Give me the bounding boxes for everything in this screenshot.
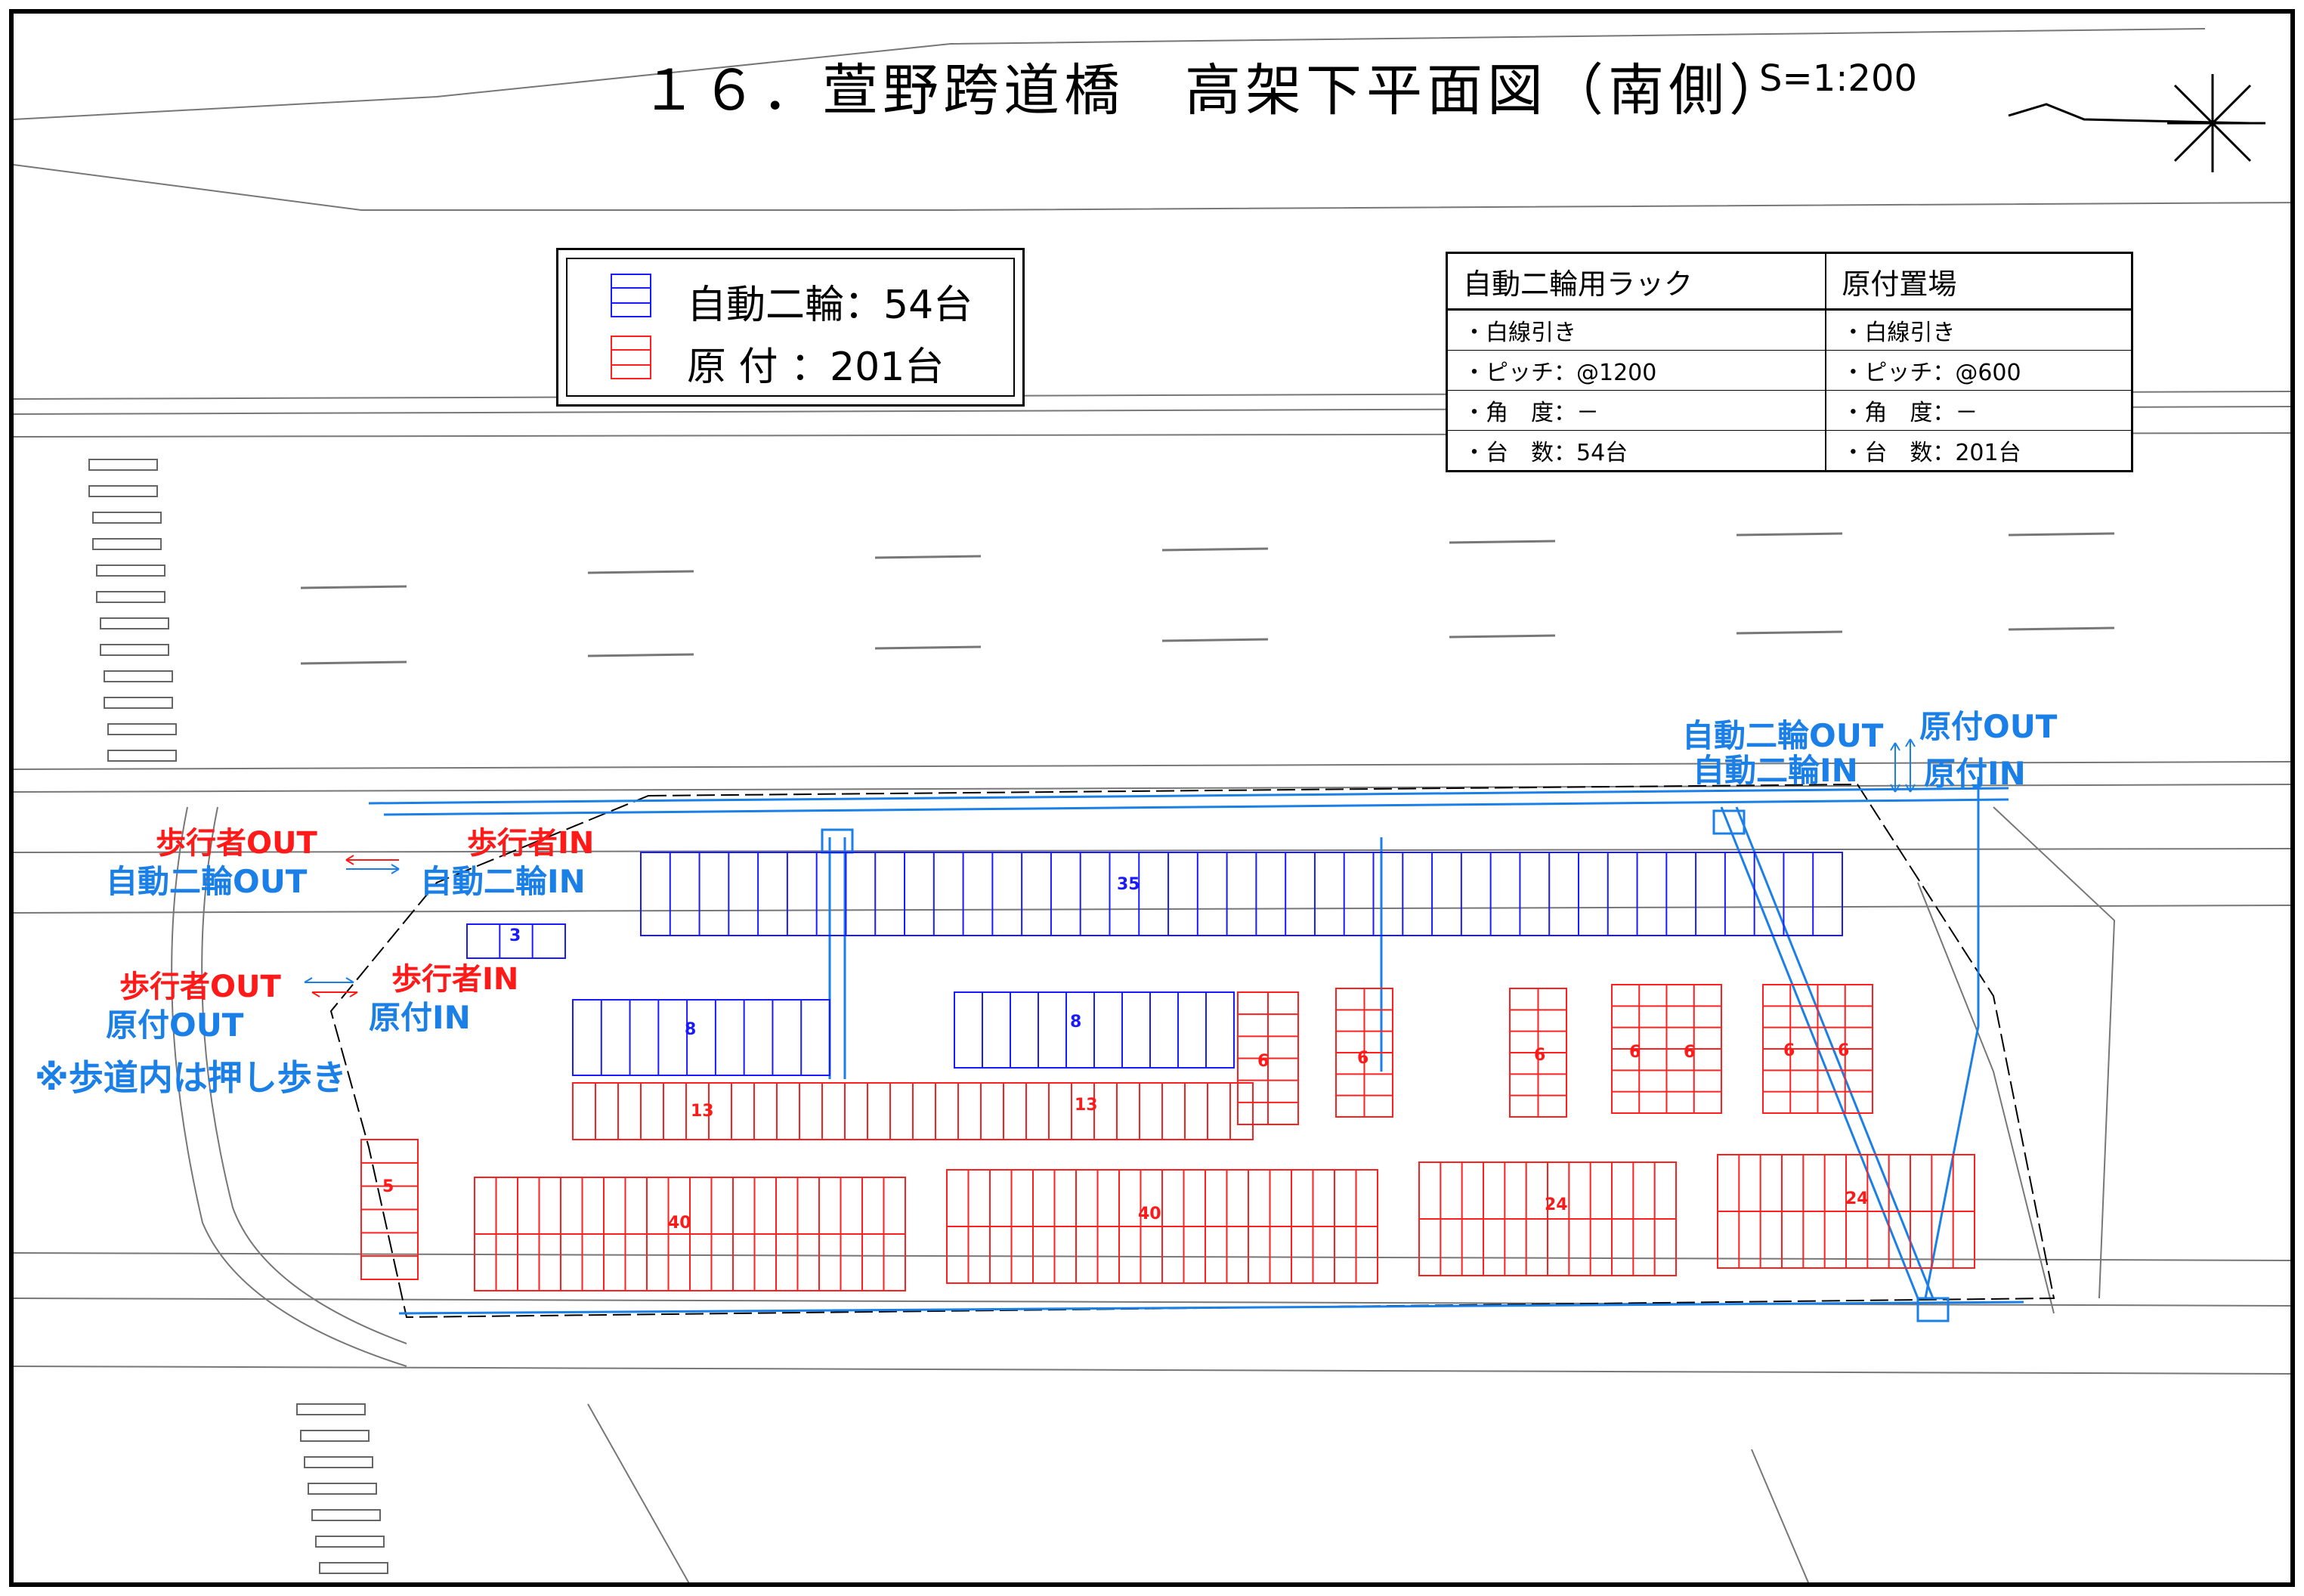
spec-col2-row: ・角 度：－ [1825,390,2133,431]
moped-count: 13 [691,1102,714,1121]
moped-count: 6 [1838,1041,1850,1060]
moped-count: 6 [1684,1043,1696,1062]
moped-stall-block [1717,1154,1975,1269]
legend-motorcycle-label: 自動二輪：54台 [687,283,973,328]
moped-out-label: 原付OUT [106,1007,244,1044]
spec-col1-row: ・白線引き [1446,309,1827,351]
moped-count: 24 [1845,1189,1869,1208]
motorcycle-rack-block [466,923,566,959]
spec-col1-row: ・台 数：54台 [1446,430,1827,472]
base-plan-drawing [14,28,2290,1582]
pedestrian-in-label: 歩行者IN [467,826,595,861]
moped-count: 40 [668,1214,691,1233]
motorcycle-count: 3 [509,926,521,945]
drawing-title: １６．萱野跨道橋 高架下平面図（南側） [641,58,1789,123]
moped-count: 40 [1138,1205,1161,1223]
moped-stall-block [360,1139,419,1280]
moped-count: 6 [1257,1052,1270,1071]
moped-out-label: 原付OUT [1919,708,2058,745]
spec-col2-header: 原付置場 [1825,252,2133,311]
spec-col2-row: ・ピッチ：@600 [1825,350,2133,391]
drawing-scale: S=1:200 [1759,57,1918,100]
motorcycle-count: 35 [1117,875,1140,894]
moped-count: 6 [1629,1043,1641,1062]
motorcycle-rack-block [954,991,1235,1069]
moped-in-label: 原付IN [1924,755,2026,792]
motorcycle-count: 8 [685,1020,697,1039]
legend-moped-label: 原 付 ：201台 [687,345,945,390]
moped-count: 6 [1357,1049,1369,1068]
spec-col1-header: 自動二輪用ラック [1446,252,1827,311]
moped-stall-block [1762,984,1873,1114]
moped-stall-block [1335,988,1393,1118]
moped-stall-block [572,1082,1254,1140]
motorcycle-count: 8 [1070,1013,1082,1032]
motorcycle-rack-block [572,999,830,1076]
sidewalk-walk-note: ※歩道内は押し歩き [35,1057,347,1098]
spec-col2-row: ・台 数：201台 [1825,430,2133,472]
motorcycle-in-label: 自動二輪IN [1693,752,1858,789]
parking-grids [360,852,1975,1291]
pedestrian-in-label: 歩行者IN [391,962,519,997]
motorcycle-in-label: 自動二輪IN [420,863,586,900]
moped-stall-block [1611,984,1722,1114]
moped-in-label: 原付IN [369,999,471,1036]
spec-col1-row: ・ピッチ：@1200 [1446,350,1827,391]
drawing-frame: １６．萱野跨道橋 高架下平面図（南側） S=1:200 自動二輪：54台 原 付… [9,9,2295,1587]
spec-col2-row: ・白線引き [1825,309,2133,351]
moped-count: 6 [1534,1046,1546,1065]
moped-count: 13 [1075,1096,1098,1115]
moped-stall-block [1509,988,1567,1118]
pedestrian-out-label: 歩行者OUT [156,826,317,861]
spec-col1-row: ・角 度：－ [1446,390,1827,431]
moped-stall-block [474,1177,906,1291]
pedestrian-out-label: 歩行者OUT [119,970,281,1004]
motorcycle-out-label: 自動二輪OUT [106,863,308,900]
legend-box: 自動二輪：54台 原 付 ：201台 [556,248,1025,407]
motorcycle-out-label: 自動二輪OUT [1682,717,1884,754]
moped-count: 6 [1783,1041,1795,1060]
moped-count: 24 [1545,1195,1568,1214]
moped-count: 5 [382,1177,394,1196]
motorcycle-rack-block [640,852,1843,936]
moped-legend-swatch [611,336,651,379]
moped-stall-block [1237,991,1299,1125]
moped-stall-block [1418,1161,1677,1276]
moped-stall-block [946,1169,1378,1284]
legend-inner-border [566,258,1015,397]
spec-table: 自動二輪用ラック 原付置場 ・白線引き ・白線引き ・ピッチ：@1200 ・ピッ… [1446,252,2133,472]
motorcycle-legend-swatch [611,274,651,317]
